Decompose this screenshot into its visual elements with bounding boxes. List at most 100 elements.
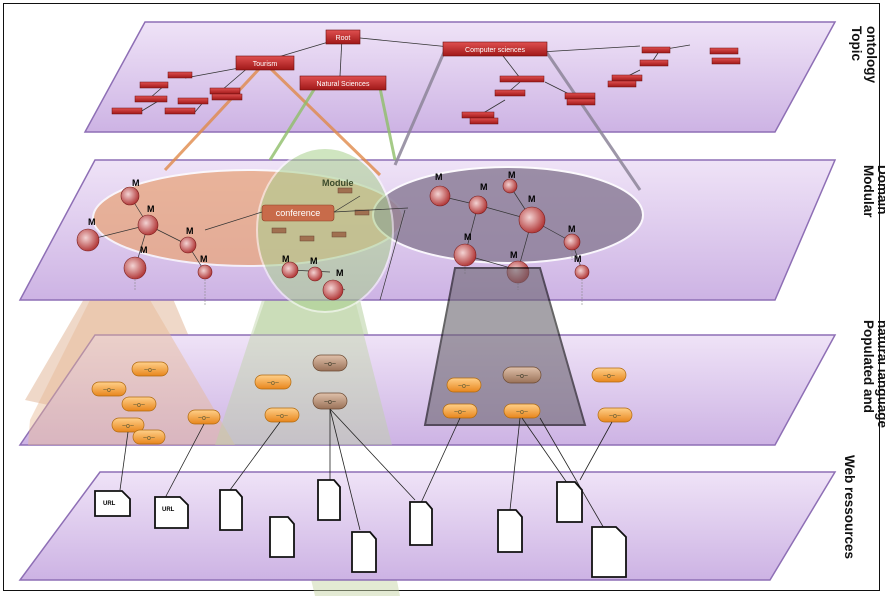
label-web-line-1: Web ressources [842, 455, 857, 559]
svg-text:~o~: ~o~ [516, 409, 528, 416]
label-topic-line-2: ontology [864, 26, 879, 83]
web-documents: URL URL [94, 479, 627, 578]
topic-small-nodes [111, 46, 741, 125]
topic-node-computer-sciences-label: Computer sciences [465, 47, 525, 54]
module-marker: M [574, 254, 590, 280]
brown-instance-node: ~o~ [502, 366, 542, 384]
svg-text:M: M [568, 224, 576, 234]
label-populated-ontologies: Populated and natural language ontologie… [861, 320, 885, 429]
document-icon [497, 509, 523, 553]
svg-text:~o~: ~o~ [458, 383, 470, 390]
svg-text:~o~: ~o~ [516, 373, 528, 380]
module-marker: M [322, 268, 344, 301]
svg-text:~o~: ~o~ [324, 399, 336, 406]
svg-text:M: M [508, 170, 516, 180]
module-label: Module [322, 178, 354, 188]
svg-text:~o~: ~o~ [198, 415, 210, 422]
topic-node-computer-sciences: Computer sciences [442, 41, 548, 57]
instance-node: ~o~ [597, 407, 633, 423]
label-web-resources: Web ressources [842, 455, 857, 559]
topic-node-root-label: Root [336, 35, 351, 42]
document-icon [269, 516, 295, 558]
svg-text:~o~: ~o~ [609, 413, 621, 420]
green-module-subnodes [271, 187, 370, 242]
topic-node-natural-sciences: Natural Sciences [299, 75, 387, 91]
svg-text:M: M [574, 254, 582, 264]
svg-text:~o~: ~o~ [276, 413, 288, 420]
document-icon [219, 489, 243, 531]
natsci-projection-line-2 [378, 87, 397, 161]
svg-text:M: M [132, 178, 140, 188]
svg-text:~o~: ~o~ [454, 409, 466, 416]
instance-node: ~o~ [187, 409, 221, 425]
label-domain-schema: Modular Domain ontologie schema [861, 165, 885, 218]
svg-text:M: M [435, 172, 443, 182]
instance-node: ~o~ [264, 407, 300, 423]
brown-instance-node: ~o~ [312, 392, 348, 410]
svg-text:~o~: ~o~ [267, 380, 279, 387]
svg-text:URL: URL [162, 507, 175, 513]
module-marker: M [429, 172, 451, 207]
document-icon [317, 479, 341, 521]
module-marker: M [281, 254, 299, 279]
module-marker: M [307, 256, 323, 282]
svg-text:URL: URL [103, 501, 116, 507]
module-marker: M [502, 170, 518, 194]
svg-text:M: M [464, 232, 472, 242]
topic-node-natural-sciences-label: Natural Sciences [317, 81, 370, 88]
tourism-projection-line-2 [268, 66, 382, 177]
svg-text:M: M [480, 182, 488, 192]
svg-text:M: M [200, 254, 208, 264]
tourism-projection-line [163, 66, 262, 172]
svg-text:~o~: ~o~ [133, 402, 145, 409]
instance-node: ~o~ [131, 361, 169, 377]
instance-node: ~o~ [503, 403, 541, 419]
svg-text:M: M [528, 194, 536, 204]
instance-node: ~o~ [91, 381, 127, 397]
figure-border [3, 3, 880, 591]
natsci-projection-line [268, 87, 317, 161]
document-icon [591, 526, 627, 578]
svg-text:M: M [310, 256, 318, 266]
module-marker: M [468, 182, 488, 215]
instance-node: ~o~ [446, 377, 482, 393]
svg-text:~o~: ~o~ [103, 387, 115, 394]
label-domain-line-1: Modular [861, 165, 876, 218]
svg-text:~o~: ~o~ [324, 361, 336, 368]
label-populated-line-2: natural language [875, 320, 885, 429]
svg-text:~o~: ~o~ [122, 423, 134, 430]
svg-text:M: M [186, 226, 194, 236]
instance-node: ~o~ [121, 396, 157, 412]
module-marker: M [179, 226, 197, 254]
instance-node: ~o~ [591, 367, 627, 383]
svg-text:M: M [140, 245, 148, 255]
instance-node: ~o~ [442, 403, 478, 419]
module-marker: M [137, 204, 159, 236]
label-domain-line-2: Domain [875, 165, 885, 215]
green-cone-overlay [215, 300, 392, 445]
cs-projection-line-2 [543, 49, 642, 191]
svg-text:M: M [510, 250, 518, 260]
label-topic-line-1: Topic [849, 26, 864, 61]
module-marker: M [123, 245, 148, 280]
svg-text:M: M [282, 254, 290, 264]
instance-node: ~o~ [132, 429, 166, 445]
svg-text:~o~: ~o~ [603, 373, 615, 380]
topic-node-root: Root [325, 29, 361, 45]
cs-projection-line [393, 49, 447, 166]
svg-text:~o~: ~o~ [143, 435, 155, 442]
document-icon [556, 481, 583, 523]
svg-text:M: M [88, 217, 96, 227]
module-marker: M [120, 178, 140, 206]
svg-text:M: M [147, 204, 155, 214]
orange-cone-overlay [28, 300, 235, 445]
conference-label: conference [276, 208, 321, 218]
brown-instance-node: ~o~ [312, 354, 348, 372]
document-icon [409, 501, 433, 546]
label-topic-ontology: Topic ontology [849, 26, 879, 83]
url-document: URL [94, 490, 131, 517]
document-icon [351, 531, 377, 573]
instance-node: ~o~ [254, 374, 292, 390]
